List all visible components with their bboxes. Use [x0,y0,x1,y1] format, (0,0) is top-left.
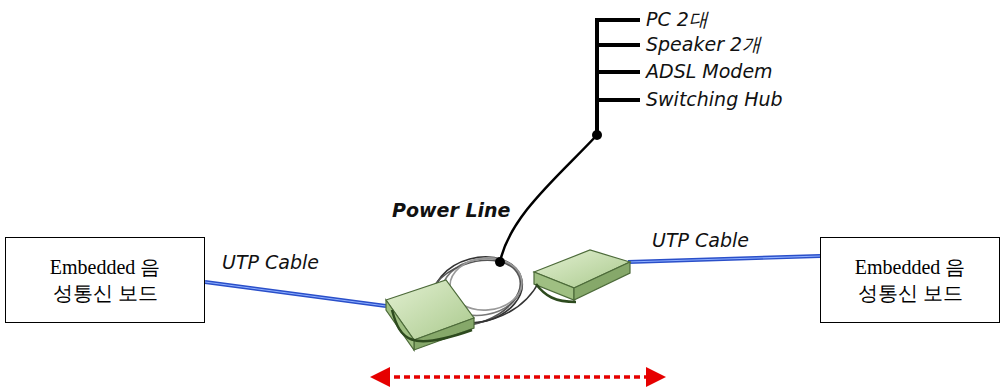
appliance-label: Speaker 2개 [646,33,761,56]
utp-cable [205,282,386,306]
appliance-label: Switching Hub [646,88,783,111]
cable-label: UTP Cable [652,229,749,252]
board-label: Embedded 음성통신 보드 [854,254,966,306]
plc-modem [386,280,474,350]
board-box: Embedded 음성통신 보드 [5,237,205,323]
plc-modem [534,250,630,302]
board-box: Embedded 음성통신 보드 [820,237,1000,323]
appliance-label: PC 2대 [646,8,708,31]
power-line-label: Power Line [392,199,510,222]
distance-arrow [370,367,666,387]
cable-label: UTP Cable [222,251,319,274]
utp-cable [628,256,820,262]
appliance-bus [597,18,640,135]
utp-cable-highlight [628,256,820,262]
junction-dot [495,257,505,267]
appliance-label: ADSL Modem [646,60,773,83]
utp-cable-highlight [205,282,386,306]
power-line [500,135,597,262]
board-label: Embedded 음성통신 보드 [49,254,161,306]
